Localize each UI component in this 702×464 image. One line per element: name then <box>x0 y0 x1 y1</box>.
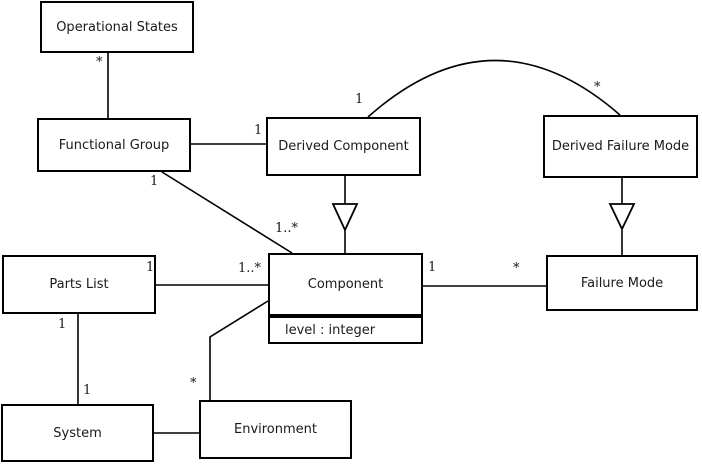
multiplicity-derived-component-left: 1 <box>254 123 263 138</box>
multiplicity-system-top: 1 <box>83 383 92 398</box>
generalization-arrowhead-component <box>331 203 359 233</box>
class-failure-mode[interactable]: Failure Mode <box>546 255 698 311</box>
edge-functional-group-component <box>161 171 293 254</box>
edge-derived-component-derived-failure-mode <box>367 59 621 118</box>
class-derived-failure-mode[interactable]: Derived Failure Mode <box>543 115 698 178</box>
multiplicity-environment-top: * <box>190 376 197 391</box>
class-name-operational-states: Operational States <box>56 19 178 35</box>
multiplicity-parts-list-right: 1 <box>146 260 155 275</box>
multiplicity-functional-group-diagonal: 1 <box>150 174 159 189</box>
multiplicity-arc-derived-failure-mode: * <box>594 80 601 95</box>
generalization-arrowhead-failure-mode <box>608 203 636 232</box>
class-name-environment: Environment <box>233 422 317 437</box>
multiplicity-arc-derived-component: 1 <box>355 92 364 107</box>
multiplicity-component-left: 1..* <box>238 261 262 276</box>
multiplicity-failure-mode-left: * <box>513 261 520 276</box>
class-name-system: System <box>53 425 102 441</box>
class-operational-states[interactable]: Operational States <box>40 1 194 53</box>
component-attributes-compartment[interactable]: level : integer <box>268 316 423 344</box>
class-name-functional-group: Functional Group <box>58 137 170 153</box>
multiplicity-operational-states: * <box>96 55 103 70</box>
class-component[interactable]: Component <box>268 253 423 316</box>
multiplicity-component-right: 1 <box>428 260 437 275</box>
class-derived-component[interactable]: Derived Component <box>266 117 421 176</box>
class-environment[interactable]: Environment <box>199 400 352 459</box>
class-parts-list[interactable]: Parts List <box>2 255 156 314</box>
attribute-level-integer: level : integer <box>285 322 376 338</box>
multiplicity-component-diagonal: 1..* <box>275 221 299 236</box>
multiplicity-parts-list-bottom: 1 <box>58 317 67 332</box>
class-name-failure-mode: Failure Mode <box>580 275 664 291</box>
class-name-component: Component <box>307 277 384 292</box>
class-functional-group[interactable]: Functional Group <box>37 118 191 172</box>
class-name-derived-failure-mode: Derived Failure Mode <box>551 139 690 154</box>
class-name-derived-component: Derived Component <box>278 139 409 154</box>
edge-component-environment <box>209 300 269 400</box>
class-name-parts-list: Parts List <box>49 277 109 292</box>
class-system[interactable]: System <box>1 404 154 462</box>
